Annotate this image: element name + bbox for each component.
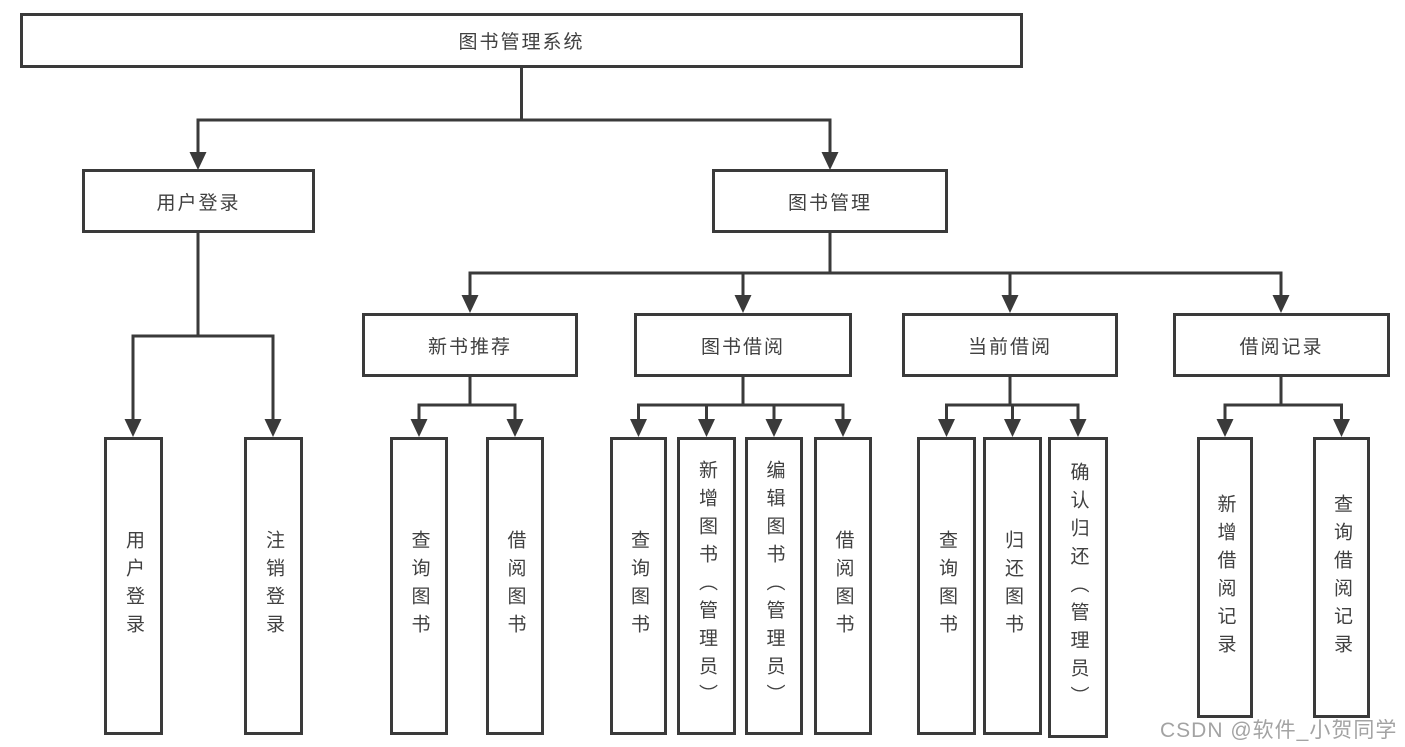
- leaf-recommend-query-books-label: 查询图书: [408, 530, 430, 642]
- node-current-borrow: 当前借阅: [902, 313, 1118, 377]
- connector-new-book-recommend-branch: [417, 377, 517, 421]
- arrow-head: [734, 295, 752, 313]
- leaf-confirm-return-admin-label: 确认归还（管理员）: [1067, 461, 1089, 714]
- node-borrow-records-label: 借阅记录: [1239, 336, 1324, 358]
- arrow-head: [1333, 419, 1350, 437]
- leaf-add-borrow-record-label: 新增借阅记录: [1214, 493, 1236, 662]
- leaf-borrow-borrow-books: 借阅图书: [814, 437, 872, 735]
- csdn-watermark: CSDN @软件_小贺同学: [1160, 719, 1398, 742]
- arrow-head: [461, 295, 479, 313]
- arrow-head: [698, 419, 715, 437]
- node-book-borrow: 图书借阅: [634, 313, 852, 377]
- leaf-return-book: 归还图书: [983, 437, 1042, 735]
- leaf-logout: 注销登录: [244, 437, 303, 735]
- node-root: 图书管理系统: [20, 13, 1023, 68]
- node-book-management: 图书管理: [712, 169, 948, 233]
- node-user-login: 用户登录: [82, 169, 315, 233]
- connector-book-borrow-branch: [637, 377, 845, 421]
- arrow-head: [1069, 419, 1087, 437]
- arrow-head: [821, 152, 839, 170]
- arrow-head: [834, 419, 852, 437]
- leaf-recommend-borrow-books: 借阅图书: [486, 437, 544, 735]
- leaf-borrow-query-books-label: 查询图书: [628, 530, 649, 642]
- leaf-current-query-books: 查询图书: [917, 437, 976, 735]
- node-current-borrow-label: 当前借阅: [967, 336, 1052, 358]
- node-new-book-recommend: 新书推荐: [362, 313, 578, 377]
- arrow-head: [124, 419, 142, 437]
- leaf-user-login: 用户登录: [104, 437, 163, 735]
- leaf-edit-book-admin-label: 编辑图书（管理员）: [763, 460, 785, 712]
- arrow-head: [1216, 419, 1234, 437]
- node-root-label: 图书管理系统: [458, 32, 585, 53]
- connector-borrow-records-branch: [1223, 377, 1343, 421]
- leaf-add-book-admin-label: 新增图书（管理员）: [696, 460, 717, 712]
- leaf-confirm-return-admin: 确认归还（管理员）: [1048, 437, 1108, 738]
- node-borrow-records: 借阅记录: [1173, 313, 1390, 377]
- connector-root-to-level2: [196, 68, 832, 154]
- arrow-head: [189, 152, 207, 170]
- connector-user-login-branch: [131, 233, 275, 421]
- leaf-borrow-borrow-books-label: 借阅图书: [832, 530, 854, 642]
- leaf-edit-book-admin: 编辑图书（管理员）: [745, 437, 803, 735]
- node-book-borrow-label: 图书借阅: [700, 336, 785, 358]
- arrow-head: [938, 419, 955, 437]
- arrow-head: [1004, 419, 1021, 437]
- leaf-logout-label: 注销登录: [263, 530, 284, 642]
- node-new-book-recommend-label: 新书推荐: [427, 336, 512, 358]
- connector-book-management-branch: [468, 233, 1283, 297]
- arrow-head: [765, 419, 783, 437]
- arrow-head: [264, 419, 282, 437]
- leaf-user-login-label: 用户登录: [123, 530, 144, 642]
- leaf-current-query-books-label: 查询图书: [936, 530, 957, 642]
- leaf-add-book-admin: 新增图书（管理员）: [677, 437, 736, 735]
- leaf-add-borrow-record: 新增借阅记录: [1197, 437, 1253, 718]
- connector-lines: [131, 68, 1343, 421]
- arrow-head: [630, 419, 647, 437]
- arrow-head: [1272, 295, 1290, 313]
- leaf-recommend-borrow-books-label: 借阅图书: [504, 530, 526, 642]
- leaf-return-book-label: 归还图书: [1002, 530, 1023, 642]
- leaf-recommend-query-books: 查询图书: [390, 437, 448, 735]
- node-user-login-label: 用户登录: [156, 192, 241, 214]
- arrow-head: [410, 419, 428, 437]
- node-book-management-label: 图书管理: [787, 192, 872, 214]
- leaf-query-borrow-record: 查询借阅记录: [1313, 437, 1370, 718]
- connector-current-borrow-branch: [945, 377, 1080, 421]
- leaf-query-borrow-record-label: 查询借阅记录: [1331, 493, 1352, 662]
- arrow-head: [1001, 295, 1019, 313]
- leaf-borrow-query-books: 查询图书: [610, 437, 667, 735]
- arrow-heads: [124, 152, 1350, 437]
- arrow-head: [506, 419, 524, 437]
